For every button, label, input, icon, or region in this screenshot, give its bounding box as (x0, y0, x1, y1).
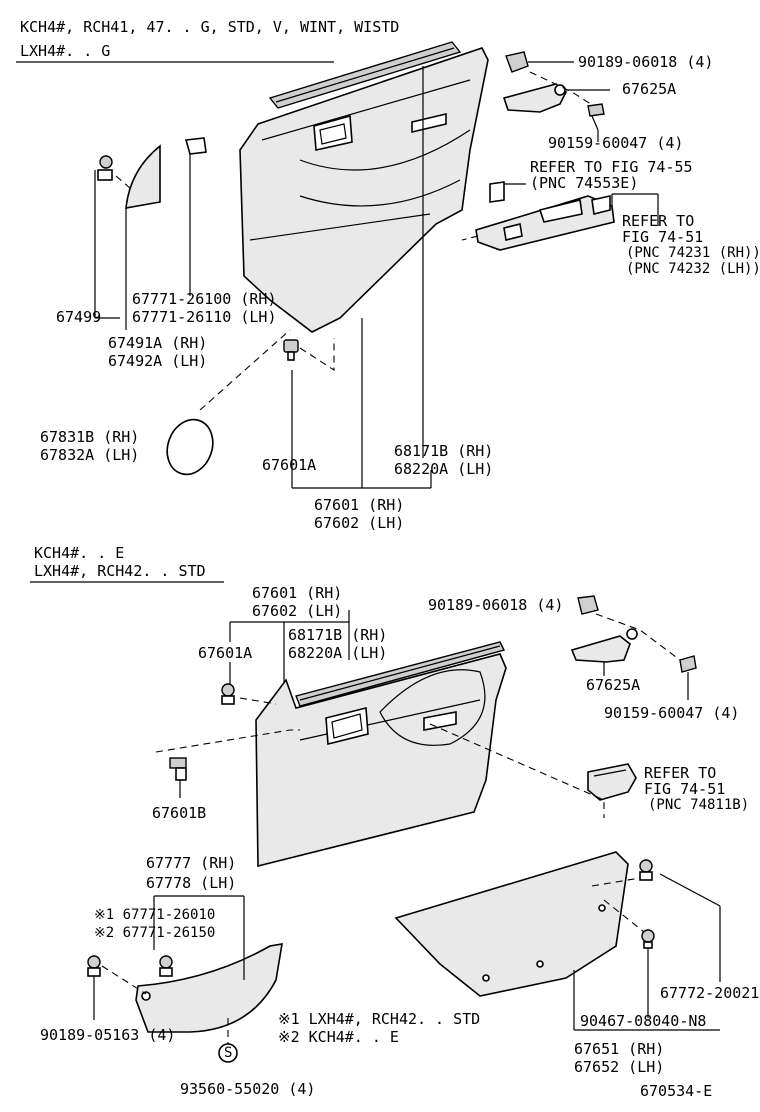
label-67601B: 67601B (152, 804, 207, 822)
label-pnc-74811B: (PNC 74811B) (648, 797, 750, 813)
label-90189-06018-bottom: 90189-06018 (4) (428, 596, 564, 614)
bottom-tray-74811B (587, 763, 637, 801)
top-switch-panel (475, 195, 615, 251)
bottom-clip-90189-05163 (87, 955, 101, 977)
bottom-clip-67601A (221, 683, 235, 705)
label-refer-fig-74-55: REFER TO FIG 74-55 (530, 158, 693, 176)
bottom-clip-67771 (159, 955, 173, 977)
label-67601A-bottom: 67601A (198, 644, 253, 662)
bottom-applicability-line1: KCH4#. . E (34, 544, 125, 562)
label-67652: 67652 (LH) (574, 1058, 665, 1076)
bottom-lower-trim-67651 (394, 851, 629, 997)
bottom-inside-handle-bezel (325, 706, 369, 746)
figure-id: 670534-E (640, 1082, 713, 1100)
label-note1-67771-26010: ※1 67771-26010 (94, 907, 216, 923)
label-fig-74-51-top: FIG 74-51 (622, 228, 704, 246)
label-67601A-top: 67601A (262, 456, 317, 474)
label-93560-55020: 93560-55020 (4) (180, 1080, 316, 1098)
label-67492A: 67492A (LH) (108, 352, 208, 370)
label-67831B: 67831B (RH) (40, 428, 140, 446)
top-clip-67499 (97, 155, 113, 181)
footnote-1: ※1 LXH4#, RCH42. . STD (278, 1010, 481, 1028)
label-note2-67771-26150: ※2 67771-26150 (94, 925, 216, 941)
label-67832A: 67832A (LH) (40, 446, 140, 464)
label-67651: 67651 (RH) (574, 1040, 665, 1058)
label-90467-08040-N8: 90467-08040-N8 (580, 1012, 707, 1030)
label-67602-bottom: 67602 (LH) (252, 602, 343, 620)
bottom-corner-trim-67777 (135, 943, 283, 1033)
label-67602-top: 67602 (LH) (314, 514, 405, 532)
top-applicability-line1: KCH4#, RCH41, 47. . G, STD, V, WINT, WIS… (20, 18, 400, 36)
top-clip-67771 (184, 137, 207, 155)
bottom-weatherstrip (295, 641, 506, 707)
label-67777: 67777 (RH) (146, 854, 237, 872)
label-67625A-bottom: 67625A (586, 676, 641, 694)
bottom-inside-handle-67625A (570, 628, 638, 663)
top-bracket-74553E (489, 181, 505, 203)
label-67778: 67778 (LH) (146, 874, 237, 892)
bottom-clip-67772 (639, 859, 653, 881)
bottom-clip-67601B (169, 757, 187, 781)
label-67601-top: 67601 (RH) (314, 496, 405, 514)
label-refer-to-74-51-top: REFER TO (622, 212, 695, 230)
bottom-door-trim-panel (255, 653, 507, 868)
s-mark-letter: S (224, 1045, 233, 1061)
top-applicability-line2: LXH4#. . G (20, 42, 111, 60)
bottom-screw-90467 (641, 929, 655, 949)
bottom-clip-90189-06018 (577, 595, 599, 615)
footnote-2: ※2 KCH4#. . E (278, 1028, 399, 1046)
label-67772-20021: 67772-20021 (660, 984, 760, 1002)
label-90189-05163: 90189-05163 (4) (40, 1026, 176, 1044)
label-67499: 67499 (56, 308, 102, 326)
label-67771-26100: 67771-26100 (RH) (132, 290, 277, 308)
label-fig-74-51-bottom: FIG 74-51 (644, 780, 726, 798)
top-hole-cover (166, 418, 214, 476)
top-door-trim-panel (239, 47, 489, 333)
label-90159-60047-top: 90159-60047 (4) (548, 134, 684, 152)
top-clip-67601A (283, 339, 299, 361)
top-screw-90159-60047 (587, 103, 605, 131)
label-67771-26110: 67771-26110 (LH) (132, 308, 277, 326)
top-clip-90189-06018 (505, 51, 529, 73)
label-68220A-bottom: 68220A (LH) (288, 644, 388, 662)
label-refer-pnc-74553E: (PNC 74553E) (530, 174, 639, 192)
bottom-applicability-line2: LXH4#, RCH42. . STD (34, 562, 206, 580)
label-67491A: 67491A (RH) (108, 334, 208, 352)
label-refer-to-74-51-bottom: REFER TO (644, 764, 717, 782)
label-pnc-74231: (PNC 74231 (RH)) (626, 245, 760, 261)
label-67601-bottom: 67601 (RH) (252, 584, 343, 602)
label-90159-60047-bottom: 90159-60047 (4) (604, 704, 740, 722)
bottom-screw-90159-60047 (679, 655, 697, 673)
label-pnc-74232: (PNC 74232 (LH)) (626, 261, 760, 277)
label-68220A-top: 68220A (LH) (394, 460, 494, 478)
label-90189-06018-top: 90189-06018 (4) (578, 53, 714, 71)
s-mark-circle (218, 1043, 238, 1063)
top-corner-trim-67491A (125, 144, 161, 209)
top-inside-handle-67625A (502, 83, 568, 113)
label-68171B-top: 68171B (RH) (394, 442, 494, 460)
label-68171B-bottom: 68171B (RH) (288, 626, 388, 644)
label-67625A-top: 67625A (622, 80, 677, 98)
